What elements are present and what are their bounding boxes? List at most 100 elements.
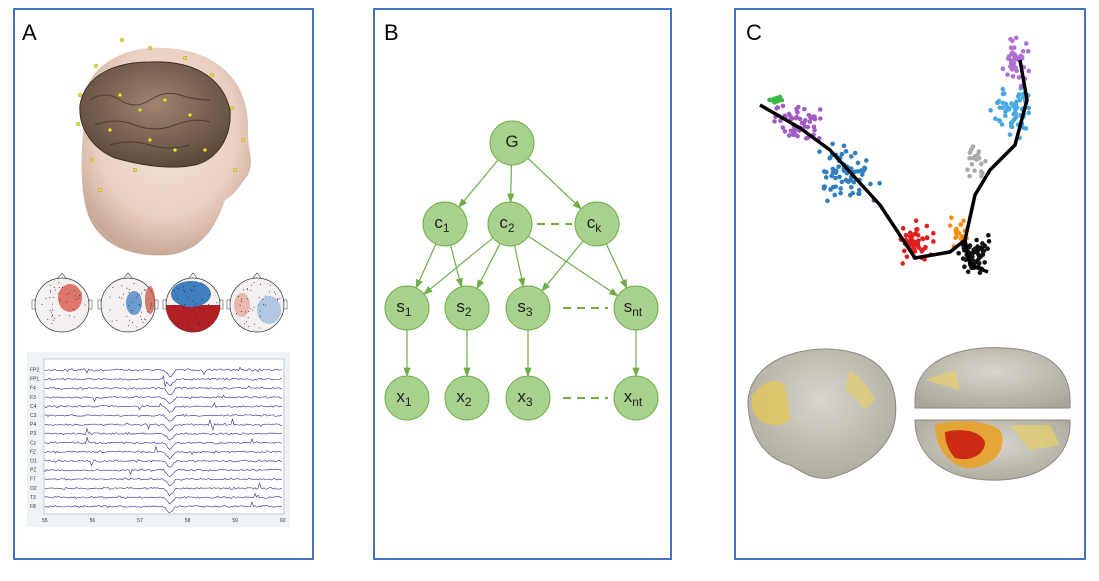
scatter-point: [795, 109, 800, 115]
sensor-dot: [196, 317, 198, 319]
sensor-dot: [253, 306, 255, 308]
sensor-dot: [174, 304, 176, 306]
scatter-point: [972, 168, 977, 173]
sensor-dot: [253, 282, 255, 284]
sensor-dot: [190, 289, 192, 291]
scatter-point: [1026, 105, 1032, 111]
scatter-point: [911, 247, 917, 252]
edge-c2-snt: [527, 235, 619, 297]
sensor-dot: [75, 298, 77, 300]
sensor-dot: [128, 319, 130, 321]
sensor-dot: [127, 324, 129, 326]
sensor-dot: [73, 309, 75, 311]
scatter-point: [1013, 35, 1019, 41]
node-label-base: c: [434, 213, 443, 232]
sensor-dot: [52, 315, 54, 317]
sensor-dot: [195, 312, 197, 314]
edge-G-c2: [507, 164, 515, 204]
sensor-dot: [150, 303, 152, 305]
sensor-dot: [276, 298, 278, 300]
activation-region: [58, 284, 82, 312]
sensor-dot: [184, 291, 186, 293]
scatter-point: [803, 118, 808, 123]
edge-G-ck: [527, 157, 582, 210]
scatter-point: [1000, 66, 1006, 72]
electrode-dot: [89, 157, 94, 162]
scatter-point: [1000, 100, 1006, 106]
sensor-dot: [74, 295, 76, 297]
node-ck: ck: [574, 201, 620, 247]
scatter-point: [1016, 75, 1022, 80]
nose-marker: [57, 272, 67, 279]
node-s3: s3: [505, 285, 551, 331]
sensor-dot: [211, 314, 213, 316]
node-label: snt: [624, 297, 643, 319]
scatter-point: [772, 119, 777, 124]
scatter-point: [795, 133, 800, 139]
sensor-dot: [243, 289, 245, 291]
scatter-point: [856, 187, 862, 193]
sensor-dot: [52, 319, 54, 321]
sensor-dot: [59, 299, 61, 301]
node-label-base: s: [396, 297, 405, 316]
node-label-subscript: 2: [465, 395, 472, 409]
electrode-dot: [209, 72, 214, 77]
scatter-point: [818, 116, 823, 121]
sensor-dot: [259, 310, 261, 312]
node-label-subscript: 3: [526, 305, 533, 319]
scatter-point: [962, 264, 967, 270]
scatter-point: [877, 180, 882, 186]
scatter-point: [907, 230, 913, 236]
electrode-dot: [202, 147, 207, 152]
electrode-dot: [117, 92, 122, 97]
activation-region: [171, 281, 211, 307]
eeg-trace: [44, 492, 283, 505]
sensor-dot: [58, 282, 60, 284]
sensor-dot: [196, 303, 198, 305]
panel-a-label: A: [22, 20, 37, 45]
scatter-point: [837, 174, 842, 180]
scatter-point: [1008, 58, 1014, 63]
eeg-channel-label: C4: [30, 404, 37, 410]
sensor-dot: [54, 317, 56, 319]
node-label-base: x: [517, 387, 526, 406]
sensor-dot: [133, 282, 135, 284]
sensor-dot: [121, 285, 123, 287]
sensor-dot: [239, 304, 241, 306]
scatter-point: [923, 244, 928, 250]
eeg-x-tick-label: 55: [42, 518, 48, 524]
sensor-dot: [216, 302, 218, 304]
scatter-point: [971, 155, 977, 161]
edge-c2-s2: [476, 243, 501, 290]
scatter-point: [1012, 52, 1017, 57]
node-circle: [384, 285, 430, 331]
node-label-subscript: k: [595, 221, 602, 235]
eeg-channel-label: T3: [30, 495, 36, 501]
electrode-dot: [119, 38, 124, 43]
sensor-dot: [192, 300, 194, 302]
sensor-dot: [250, 308, 252, 310]
eeg-channel-label: P4: [30, 422, 36, 428]
scalp-topography-map: [162, 272, 224, 333]
scatter-point: [909, 235, 914, 240]
scatter-point: [1009, 38, 1015, 44]
scatter-point: [949, 215, 954, 220]
electrode-dot: [182, 56, 187, 61]
electrode-dot: [229, 105, 234, 110]
scatter-point: [805, 124, 811, 130]
sensor-dot: [262, 298, 264, 300]
scatter-point: [1018, 83, 1024, 89]
eeg-trace: [44, 427, 283, 441]
edge-c1-s1: [415, 243, 437, 290]
electrode-dot: [162, 97, 167, 102]
ear-marker: [226, 299, 231, 310]
electrode-dot: [232, 167, 237, 172]
sensor-dot: [143, 289, 145, 291]
sensor-dot: [132, 321, 134, 323]
scatter-point: [830, 141, 835, 147]
sensor-dot: [126, 287, 128, 289]
node-circle: [505, 285, 551, 331]
scatter-point: [838, 186, 843, 191]
node-circle: [574, 201, 620, 247]
